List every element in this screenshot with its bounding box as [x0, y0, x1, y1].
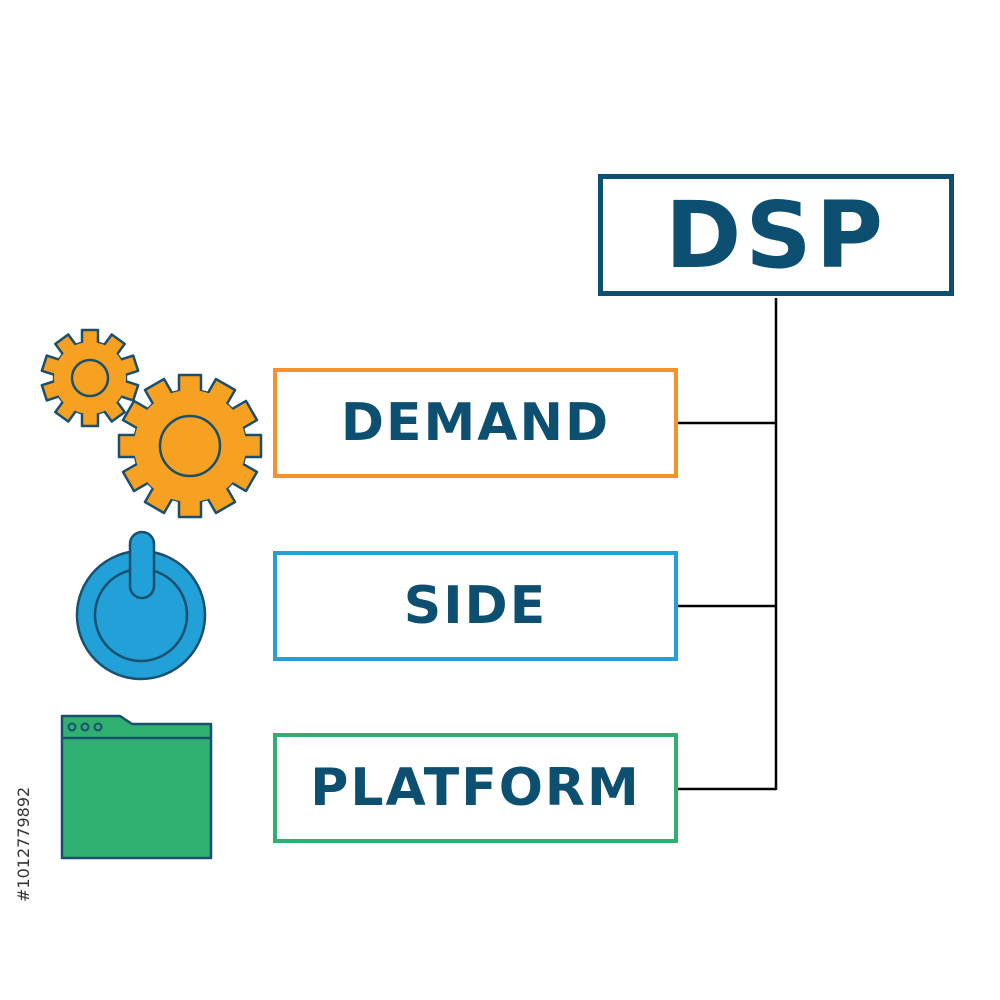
item-label-platform: PLATFORM — [310, 758, 641, 818]
large-gear-icon — [117, 373, 263, 519]
item-box-platform: PLATFORM — [273, 733, 678, 843]
gears-icon — [40, 328, 263, 519]
browser-window-icon — [60, 714, 213, 860]
item-box-side: SIDE — [273, 551, 678, 661]
item-box-demand: DEMAND — [273, 368, 678, 478]
item-label-demand: DEMAND — [340, 393, 611, 453]
power-switch-icon — [75, 530, 207, 681]
item-label-side: SIDE — [403, 576, 548, 636]
small-gear-icon — [40, 328, 140, 428]
title-box: DSP — [598, 174, 954, 296]
title-text: DSP — [664, 181, 888, 289]
stock-id-label: #1012779892 — [14, 786, 33, 902]
